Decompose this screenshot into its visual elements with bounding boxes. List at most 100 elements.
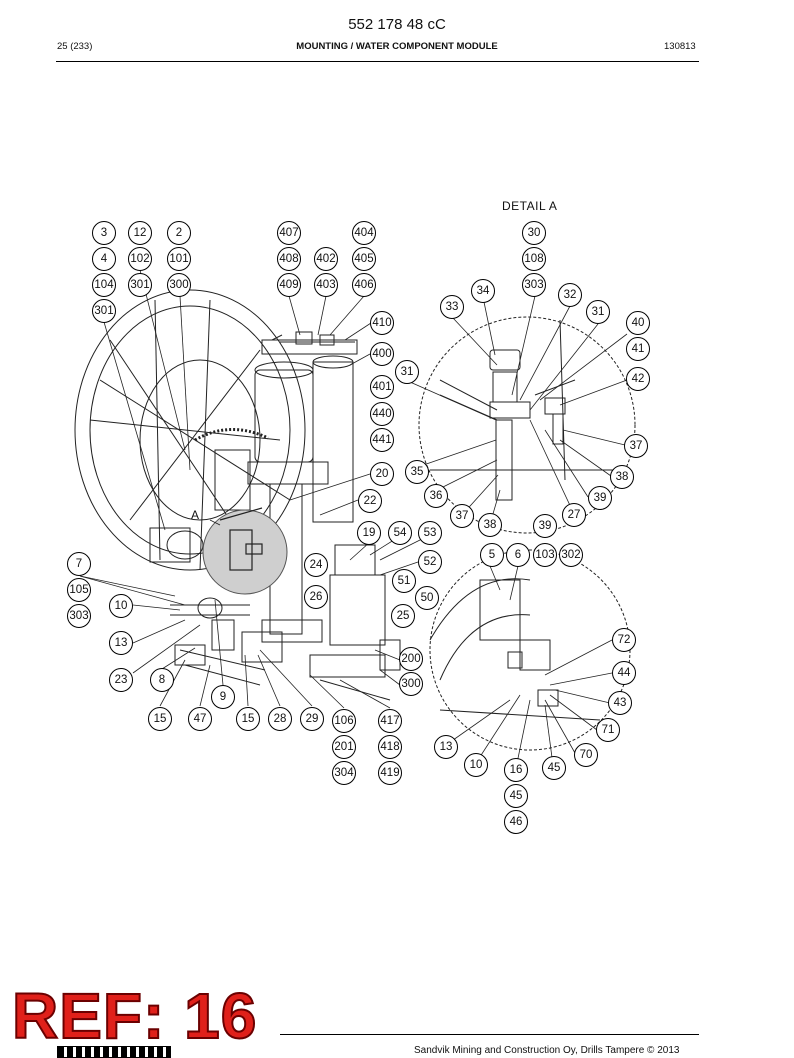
callout: 409 xyxy=(277,273,301,297)
callout: 7 xyxy=(67,552,91,576)
callout: 303 xyxy=(522,273,546,297)
callout: 201 xyxy=(332,735,356,759)
callout: 71 xyxy=(596,718,620,742)
callout: 38 xyxy=(478,513,502,537)
detail-a-highlight xyxy=(202,509,288,595)
callout: 26 xyxy=(304,585,328,609)
callout: 46 xyxy=(504,810,528,834)
callout: 37 xyxy=(450,504,474,528)
callout: 37 xyxy=(624,434,648,458)
callout: 22 xyxy=(358,489,382,513)
callout: 2 xyxy=(167,221,191,245)
callout: 301 xyxy=(92,299,116,323)
footer-rule xyxy=(280,1034,699,1035)
callout: 15 xyxy=(148,707,172,731)
callout: 45 xyxy=(542,756,566,780)
callout: 406 xyxy=(352,273,376,297)
callout: 28 xyxy=(268,707,292,731)
footer-logo xyxy=(57,1046,171,1058)
callout: 403 xyxy=(314,273,338,297)
callout: 404 xyxy=(352,221,376,245)
callout: 43 xyxy=(608,691,632,715)
callout: 39 xyxy=(588,486,612,510)
callout: 105 xyxy=(67,578,91,602)
callout: 401 xyxy=(370,375,394,399)
callout: 13 xyxy=(434,735,458,759)
callout: 42 xyxy=(626,367,650,391)
callout: 33 xyxy=(440,295,464,319)
callout: 24 xyxy=(304,553,328,577)
callout: 20 xyxy=(370,462,394,486)
callout: 4 xyxy=(92,247,116,271)
callout: 35 xyxy=(405,460,429,484)
lower-piping xyxy=(170,597,283,686)
callout: 41 xyxy=(626,337,650,361)
callout: 52 xyxy=(418,550,442,574)
callout: 5 xyxy=(480,543,504,567)
callout: 407 xyxy=(277,221,301,245)
header-date-code: 130813 xyxy=(664,41,696,52)
top-manifold xyxy=(271,331,355,346)
callout: 408 xyxy=(277,247,301,271)
callout: 70 xyxy=(574,743,598,767)
side-bracket xyxy=(149,449,251,563)
callout: 32 xyxy=(558,283,582,307)
callout: 419 xyxy=(378,761,402,785)
callout: 303 xyxy=(67,604,91,628)
callout: 39 xyxy=(533,514,557,538)
callout: 300 xyxy=(167,273,191,297)
callout: 16 xyxy=(504,758,528,782)
callout: 10 xyxy=(109,594,133,618)
callout: 441 xyxy=(370,428,394,452)
callout: 200 xyxy=(399,647,423,671)
callout: 54 xyxy=(388,521,412,545)
callout: 40 xyxy=(626,311,650,335)
detail-a-label: DETAIL A xyxy=(502,199,558,213)
callout: 3 xyxy=(92,221,116,245)
callout: 29 xyxy=(300,707,324,731)
callout: 31 xyxy=(395,360,419,384)
callout: 30 xyxy=(522,221,546,245)
callout: 51 xyxy=(392,569,416,593)
callout: 12 xyxy=(128,221,152,245)
callout: 9 xyxy=(211,685,235,709)
callout: 6 xyxy=(506,543,530,567)
callout: 15 xyxy=(236,707,260,731)
valve-block-in-highlight xyxy=(219,507,263,571)
callout: 27 xyxy=(562,503,586,527)
callout: 417 xyxy=(378,709,402,733)
callout: 300 xyxy=(399,672,423,696)
header-rule xyxy=(56,61,699,62)
filter-canisters xyxy=(247,339,358,643)
document-number: 552 178 48 cC xyxy=(348,16,446,33)
callout: 50 xyxy=(415,586,439,610)
callout: 400 xyxy=(370,342,394,366)
callout: 45 xyxy=(504,784,528,808)
callout: 101 xyxy=(167,247,191,271)
callout: 103 xyxy=(533,543,557,567)
callout: 8 xyxy=(150,668,174,692)
callout: 304 xyxy=(332,761,356,785)
callout: 301 xyxy=(128,273,152,297)
callout: 302 xyxy=(559,543,583,567)
callout: 418 xyxy=(378,735,402,759)
callout: 402 xyxy=(314,247,338,271)
header-title: MOUNTING / WATER COMPONENT MODULE xyxy=(296,41,498,52)
callout: 38 xyxy=(610,465,634,489)
callout: 108 xyxy=(522,247,546,271)
callout: 72 xyxy=(612,628,636,652)
callout: 405 xyxy=(352,247,376,271)
header-page: 25 (233) xyxy=(57,41,93,52)
callout: 34 xyxy=(471,279,495,303)
view-marker-a: A xyxy=(191,508,199,522)
gear-ring xyxy=(194,428,269,442)
footer-copyright: Sandvik Mining and Construction Oy, Dril… xyxy=(414,1045,680,1056)
callout: 410 xyxy=(370,311,394,335)
callout: 102 xyxy=(128,247,152,271)
callout: 36 xyxy=(424,484,448,508)
callout: 19 xyxy=(357,521,381,545)
callout: 31 xyxy=(586,300,610,324)
callout: 13 xyxy=(109,631,133,655)
callout: 440 xyxy=(370,402,394,426)
callout: 106 xyxy=(332,709,356,733)
